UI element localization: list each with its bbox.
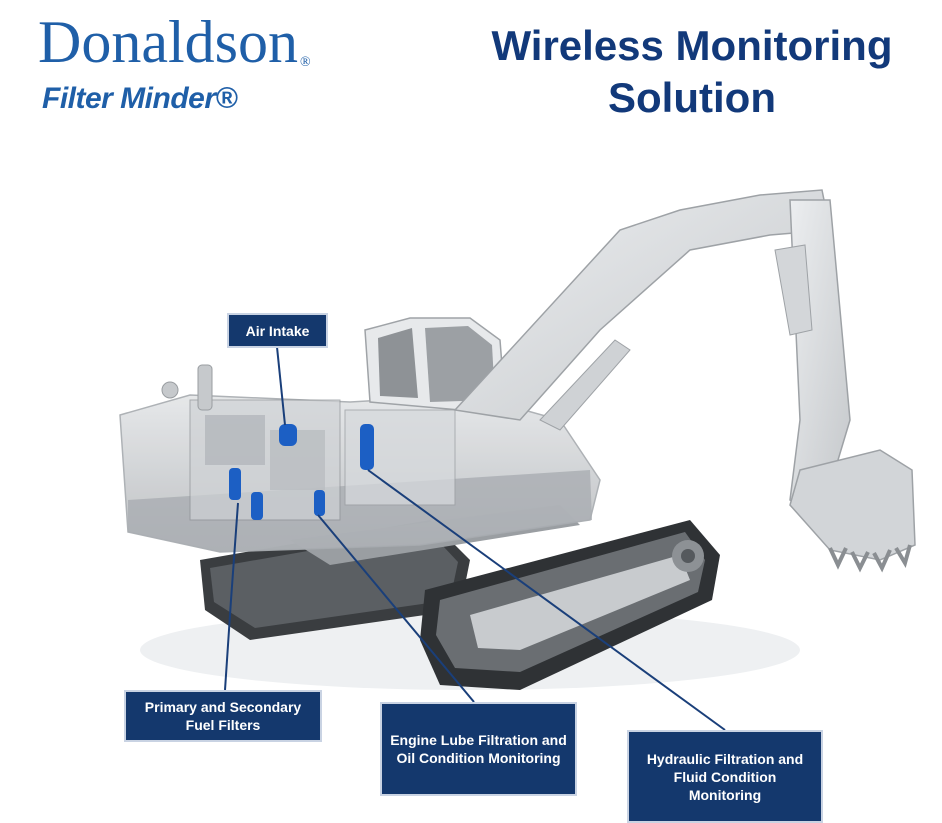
front-track bbox=[420, 520, 720, 690]
air-intake-leader bbox=[276, 346, 286, 426]
page-title: Wireless Monitoring Solution bbox=[452, 20, 932, 124]
sensors bbox=[229, 424, 374, 520]
hydraulic-leader bbox=[367, 469, 726, 731]
stick bbox=[774, 199, 851, 522]
engine-lube-leader bbox=[317, 514, 475, 703]
primary-fuel-sensor bbox=[229, 468, 241, 500]
air-intake-sensor bbox=[279, 424, 297, 446]
title-line-2: Solution bbox=[608, 74, 776, 121]
fuel-filters-leader bbox=[224, 502, 239, 691]
logo-brand-text: Donaldson® bbox=[38, 9, 311, 75]
callout-lines bbox=[224, 346, 726, 731]
bucket bbox=[789, 449, 916, 573]
secondary-fuel-sensor bbox=[251, 492, 263, 520]
hydraulic-sensor bbox=[360, 424, 374, 470]
fuel-filters-label: Primary and Secondary Fuel Filters bbox=[124, 690, 322, 742]
logo-product-text: Filter Minder® bbox=[42, 82, 238, 115]
boom bbox=[453, 189, 831, 431]
hydraulic-label: Hydraulic Filtration and Fluid Condition… bbox=[627, 730, 823, 823]
title-line-1: Wireless Monitoring bbox=[491, 22, 893, 69]
engine-lube-label: Engine Lube Filtration and Oil Condition… bbox=[380, 702, 577, 796]
engine-lube-sensor bbox=[314, 490, 325, 516]
air-intake-label: Air Intake bbox=[227, 313, 328, 348]
